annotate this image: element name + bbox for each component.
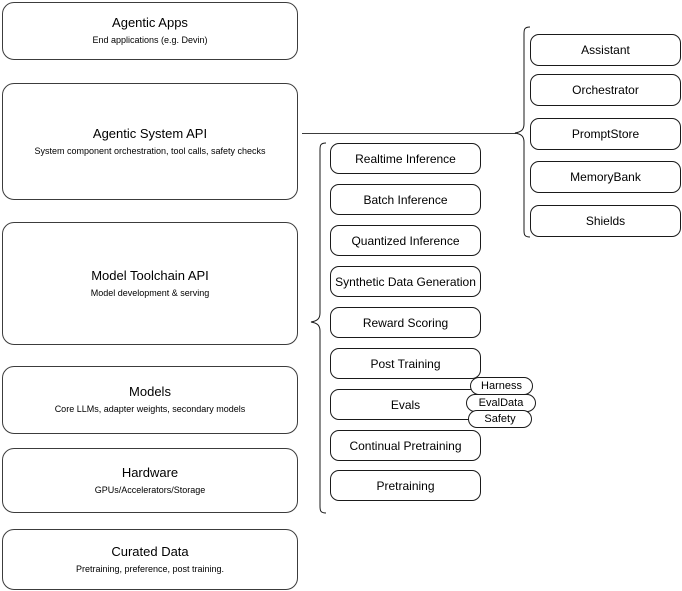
item-label: Assistant [581,43,630,57]
layer-subtitle: Core LLMs, adapter weights, secondary mo… [54,404,246,414]
layer-box-curated-data[interactable]: Curated Data Pretraining, preference, po… [2,529,298,590]
layer-subtitle: System component orchestration, tool cal… [34,145,266,156]
agentic-item-promptstore[interactable]: PromptStore [530,118,681,150]
eval-pill-harness[interactable]: Harness [470,377,533,395]
layer-box-models[interactable]: Models Core LLMs, adapter weights, secon… [2,366,298,434]
toolchain-item-quantized-inference[interactable]: Quantized Inference [330,225,481,256]
agentic-item-shields[interactable]: Shields [530,205,681,237]
toolchain-item-post-training[interactable]: Post Training [330,348,481,379]
layer-subtitle: Pretraining, preference, post training. [75,563,225,574]
layer-box-model-toolchain-api[interactable]: Model Toolchain API Model development & … [2,222,298,345]
layer-box-hardware[interactable]: Hardware GPUs/Accelerators/Storage [2,448,298,513]
layer-title: Agentic Apps [112,15,188,30]
item-label: Continual Pretraining [349,438,462,453]
layer-title: Agentic System API [92,125,208,141]
toolchain-item-evals[interactable]: Evals [330,389,481,420]
eval-pill-evaldata[interactable]: EvalData [466,394,536,412]
toolchain-item-pretraining[interactable]: Pretraining [330,470,481,501]
toolchain-item-batch-inference[interactable]: Batch Inference [330,184,481,215]
toolchain-item-reward-scoring[interactable]: Reward Scoring [330,307,481,338]
item-label: Orchestrator [572,83,639,97]
item-label: Evals [390,397,421,412]
brace-agentic-components [514,26,531,238]
agentic-item-orchestrator[interactable]: Orchestrator [530,74,681,106]
layer-title: Hardware [121,464,179,480]
layer-box-agentic-system-api[interactable]: Agentic System API System component orch… [2,83,298,200]
brace-model-toolchain [310,142,327,514]
layer-subtitle: End applications (e.g. Devin) [92,35,208,45]
item-label: Batch Inference [363,192,448,207]
toolchain-item-synthetic-data-generation[interactable]: Synthetic Data Generation [330,266,481,297]
layer-subtitle: Model development & serving [90,287,210,298]
pill-label: Harness [481,380,522,392]
item-label: PromptStore [571,127,640,141]
item-label: MemoryBank [570,170,641,184]
pill-label: EvalData [478,397,524,409]
agentic-item-assistant[interactable]: Assistant [530,34,681,66]
toolchain-item-continual-pretraining[interactable]: Continual Pretraining [330,430,481,461]
item-label: Synthetic Data Generation [335,274,476,289]
agentic-item-memorybank[interactable]: MemoryBank [530,161,681,193]
layer-title: Models [129,384,171,399]
item-label: Realtime Inference [355,151,456,166]
layer-subtitle: GPUs/Accelerators/Storage [94,484,206,495]
layer-box-agentic-apps[interactable]: Agentic Apps End applications (e.g. Devi… [2,2,298,60]
item-label: Pretraining [376,478,435,493]
item-label: Shields [585,214,626,228]
toolchain-item-realtime-inference[interactable]: Realtime Inference [330,143,481,174]
layer-title: Model Toolchain API [91,267,209,283]
item-label: Reward Scoring [362,315,449,330]
item-label: Post Training [370,356,441,371]
eval-pill-safety[interactable]: Safety [468,410,532,428]
pill-label: Safety [484,413,516,425]
layer-title: Curated Data [111,543,189,559]
item-label: Quantized Inference [351,233,460,248]
